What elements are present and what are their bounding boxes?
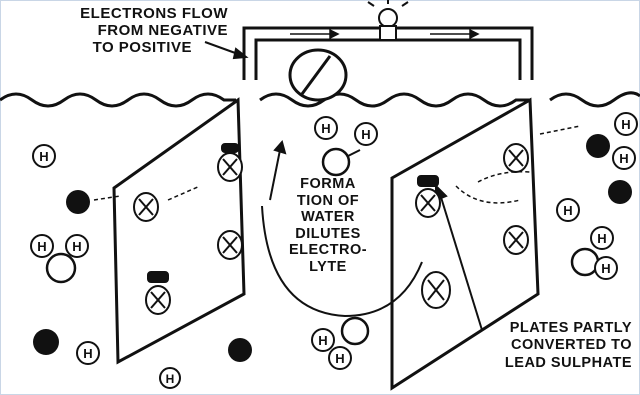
electron-flow-line-3: TO POSITIVE [6, 40, 228, 57]
plates-line-2: CONVERTED TO [466, 337, 632, 354]
hydrogen-ion: H [160, 368, 180, 388]
hydrogen-ion: H [613, 147, 635, 169]
svg-text:H: H [361, 127, 370, 142]
hydrogen-ion: H [557, 199, 579, 221]
svg-text:H: H [318, 333, 327, 348]
svg-text:H: H [166, 372, 175, 386]
plates-line-1: PLATES PARTLY [466, 320, 632, 337]
hydrogen-ion: H [315, 117, 337, 139]
water-formation-line-4: DILUTES [280, 226, 376, 243]
hydrogen-ion: H [615, 113, 637, 135]
svg-text:H: H [601, 261, 610, 276]
hydrogen-ion: H [329, 347, 351, 369]
svg-text:H: H [72, 239, 81, 254]
svg-text:H: H [37, 239, 46, 254]
svg-text:H: H [335, 351, 344, 366]
hydrogen-ion: H [591, 227, 613, 249]
water-formation-label: FORMA TION OF WATER DILUTES ELECTRO- LYT… [280, 176, 376, 275]
hydrogen-ion: H [312, 329, 334, 351]
svg-text:H: H [597, 231, 606, 246]
hydrogen-ion: H [77, 342, 99, 364]
svg-text:H: H [321, 121, 330, 136]
water-formation-line-5: ELECTRO- [280, 242, 376, 259]
plates-line-3: LEAD SULPHATE [466, 355, 632, 372]
hydrogen-ion: H [31, 235, 53, 257]
svg-text:H: H [619, 151, 628, 166]
hydrogen-ion: H [355, 123, 377, 145]
hydrogen-ion: H [66, 235, 88, 257]
water-formation-line-6: LYTE [280, 259, 376, 276]
svg-text:H: H [621, 117, 630, 132]
hydrogen-ion: H [595, 257, 617, 279]
water-formation-line-1: FORMA [280, 176, 376, 193]
water-formation-line-2: TION OF [280, 193, 376, 210]
electron-flow-line-2: FROM NEGATIVE [6, 23, 228, 40]
electron-flow-label: ELECTRONS FLOW FROM NEGATIVE TO POSITIVE [6, 6, 228, 56]
svg-text:H: H [563, 203, 572, 218]
svg-text:H: H [83, 346, 92, 361]
water-formation-line-3: WATER [280, 209, 376, 226]
svg-text:H: H [39, 149, 48, 164]
electron-flow-line-1: ELECTRONS FLOW [6, 6, 228, 23]
hydrogen-ion: H [33, 145, 55, 167]
plates-label: PLATES PARTLY CONVERTED TO LEAD SULPHATE [466, 320, 632, 372]
